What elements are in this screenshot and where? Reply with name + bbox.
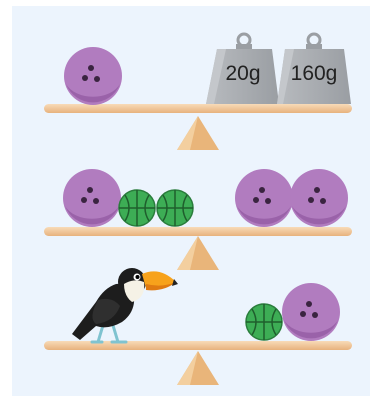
basketball: [245, 303, 283, 341]
basketball: [118, 189, 156, 227]
plank: [44, 104, 352, 113]
bowling-ball: [63, 169, 121, 227]
plank: [44, 341, 352, 350]
weight-label: 160g: [291, 62, 338, 85]
weight-160g: 160g: [277, 32, 351, 104]
scale-3: [44, 268, 352, 385]
fulcrum: [177, 351, 219, 385]
fulcrum: [177, 236, 219, 270]
plank: [44, 227, 352, 236]
bowling-ball: [235, 169, 293, 227]
scale-1: 20g 160g: [44, 32, 352, 150]
bowling-ball: [290, 169, 348, 227]
bowling-ball: [64, 47, 122, 105]
weight-label: 20g: [225, 62, 260, 85]
scale-2: [44, 169, 352, 270]
basketball: [156, 189, 194, 227]
bowling-ball: [282, 283, 340, 341]
weight-20g: 20g: [206, 32, 279, 104]
fulcrum: [177, 116, 219, 150]
toucan: [72, 268, 178, 344]
